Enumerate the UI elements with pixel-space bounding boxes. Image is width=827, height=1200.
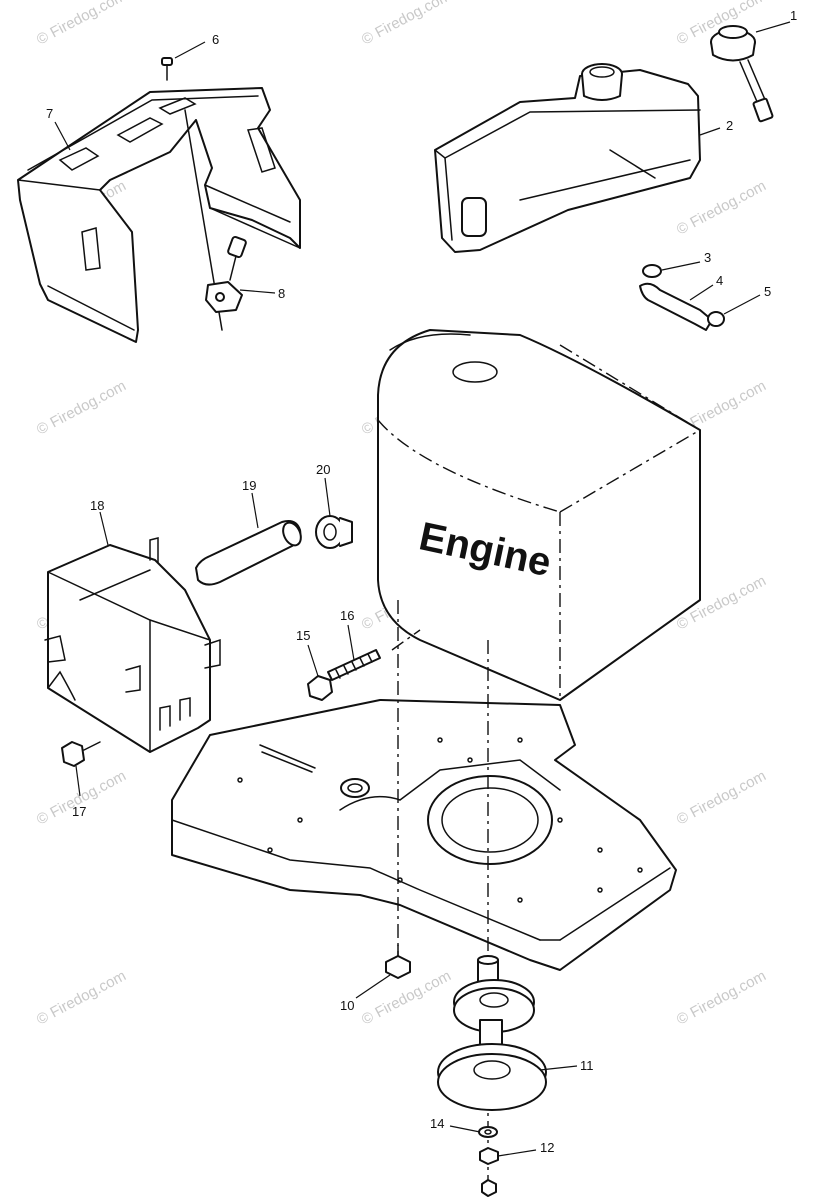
callout-12: 12 xyxy=(540,1140,554,1155)
watermark: © Firedog.com xyxy=(34,967,129,1028)
watermark: © Firedog.com xyxy=(359,967,454,1028)
callout-7: 7 xyxy=(46,106,53,121)
callout-8: 8 xyxy=(278,286,285,301)
muffler-guard xyxy=(44,537,221,753)
leader-lines xyxy=(54,21,791,1157)
watermark: © Firedog.com xyxy=(674,967,769,1028)
watermark: © Firedog.com xyxy=(34,767,129,828)
callout-18: 18 xyxy=(90,498,104,513)
watermark: © Firedog.com xyxy=(359,0,454,49)
mounting-stud xyxy=(327,649,381,681)
pulley-nut xyxy=(479,1147,499,1165)
pulley-washer xyxy=(478,1126,498,1138)
fuel-clamp-upper xyxy=(642,264,662,278)
engine-hose xyxy=(195,520,302,586)
callout-5: 5 xyxy=(764,284,771,299)
callout-11: 11 xyxy=(580,1058,594,1073)
callout-17: 17 xyxy=(72,804,86,819)
callout-1: 1 xyxy=(790,8,797,23)
callout-3: 3 xyxy=(704,250,711,265)
engine-block: Engine xyxy=(377,329,701,701)
deck-bolt xyxy=(385,944,411,979)
fuel-hose xyxy=(639,282,713,331)
callout-19: 19 xyxy=(242,478,256,493)
hose-clamp xyxy=(315,515,353,549)
engine-pulley xyxy=(437,955,547,1111)
callout-10: 10 xyxy=(340,998,354,1013)
panel-screw xyxy=(161,57,173,81)
fuel-line-assembly xyxy=(639,264,725,331)
fuel-tank xyxy=(434,63,701,253)
dash-panel xyxy=(17,87,301,343)
callout-16: 16 xyxy=(340,608,354,623)
callout-6: 6 xyxy=(212,32,219,47)
watermark: © Firedog.com xyxy=(674,177,769,238)
watermark: © Firedog.com xyxy=(34,377,129,438)
frame-plate xyxy=(171,699,677,971)
guard-bolt xyxy=(61,741,101,767)
callout-15: 15 xyxy=(296,628,310,643)
callout-20: 20 xyxy=(316,462,330,477)
throttle-control xyxy=(184,109,247,331)
fuel-clamp-lower xyxy=(707,311,725,327)
stud-nut xyxy=(307,675,333,701)
fuel-cap xyxy=(710,25,774,123)
watermark: © Firedog.com xyxy=(674,767,769,828)
callout-14: 14 xyxy=(430,1116,444,1131)
callout-numbers: 1 2 3 4 5 6 7 8 10 11 12 14 15 16 17 18 … xyxy=(46,8,797,1155)
watermark: © Firedog.com xyxy=(34,0,129,49)
callout-4: 4 xyxy=(716,273,723,288)
bottom-nut xyxy=(481,1179,497,1197)
callout-2: 2 xyxy=(726,118,733,133)
